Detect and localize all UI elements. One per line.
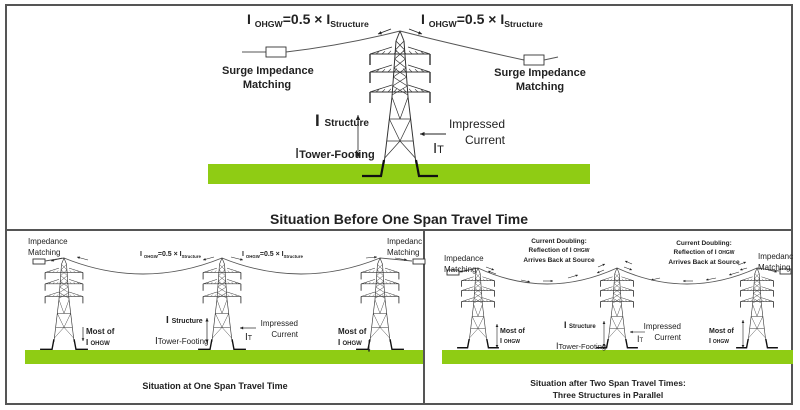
reflection-arrow — [597, 263, 606, 268]
surge-impedance-box-left — [265, 46, 287, 58]
ohgw-formula-left: I OHGW=0.5 × IStructure — [140, 251, 201, 259]
ohgw-arrow — [76, 256, 89, 261]
ohgw-arrow — [459, 269, 469, 273]
most-of-ohgw-arrow-left — [81, 327, 85, 341]
i-tower-footing-label: ITower-Footing — [155, 336, 209, 347]
shield-wire-left — [285, 30, 401, 53]
shield-wire — [458, 267, 780, 285]
impedance-box-left — [446, 269, 460, 276]
reflection-arrow — [737, 261, 747, 266]
transmission-tower-right — [736, 267, 778, 349]
structure-current-arrow — [355, 115, 361, 158]
reflection-arrow — [567, 274, 579, 279]
shield-wire-stub-right — [543, 56, 559, 61]
ohgw-arrow — [365, 255, 378, 259]
i-t-label: IT — [433, 140, 444, 157]
impressed-current-arrow — [630, 330, 645, 334]
shield-wire-right — [399, 30, 525, 61]
reflection-arrow — [739, 267, 748, 271]
ground-strip — [25, 350, 423, 364]
reflection-arrow — [650, 277, 661, 281]
reflection-arrow — [683, 279, 693, 283]
most-of-ohgw-left: Most of I OHGW — [86, 327, 115, 347]
i-t-label: IT — [637, 334, 644, 345]
impedance-box-left — [32, 258, 46, 265]
most-of-ohgw-arrow-right — [741, 320, 745, 348]
reflection-arrow — [596, 269, 605, 274]
reflection-arrow — [728, 271, 740, 276]
current-doubling-note-left: Current Doubling: Reflection of I OHGW A… — [523, 238, 595, 264]
ohgw-formula-left: I OHGW=0.5 × IStructure — [247, 11, 369, 30]
transmission-tower-left — [40, 257, 88, 351]
transmission-tower-right — [356, 257, 404, 351]
i-t-label: IT — [245, 332, 253, 343]
most-of-ohgw-arrow-right — [367, 340, 371, 352]
reflection-arrow — [623, 266, 633, 271]
transmission-tower — [362, 30, 438, 178]
most-of-ohgw-left: Most of I OHGW — [500, 328, 525, 345]
transmission-tower-left — [457, 267, 499, 349]
ohgw-arrow — [230, 256, 244, 261]
i-structure-label: I Structure — [564, 320, 596, 331]
reflection-arrow — [543, 279, 553, 283]
panel-before-one-span — [5, 4, 793, 231]
ohgw-formula-right: I OHGW=0.5 × IStructure — [421, 11, 543, 30]
i-structure-label: I Structure — [315, 111, 369, 130]
impedance-box-right — [779, 268, 792, 275]
impressed-current-arrow — [420, 131, 446, 137]
transmission-tower-center — [596, 267, 638, 349]
i-tower-footing-label: ITower-Footing — [295, 145, 375, 162]
surge-impedance-box-right — [523, 54, 545, 66]
structure-current-arrow — [602, 321, 606, 347]
reflection-arrow — [624, 260, 633, 265]
reflection-arrow — [485, 266, 495, 271]
panel-two-spans — [423, 229, 793, 405]
structure-current-arrow — [205, 318, 209, 343]
ohgw-arrow — [50, 257, 63, 262]
ohgw-arrow — [767, 269, 778, 273]
ohgw-formula-right: I OHGW=0.5 × IStructure — [242, 251, 303, 259]
impressed-current-arrow — [240, 326, 256, 330]
reflection-arrow — [520, 279, 531, 283]
most-of-ohgw-right: Most of I OHGW — [338, 327, 367, 347]
reflection-arrow — [487, 270, 497, 275]
reflection-arrow — [705, 277, 717, 281]
most-of-ohgw-right: Most of I OHGW — [709, 328, 734, 345]
i-tower-footing-label: ITower-Footing — [556, 341, 607, 351]
impedance-box-right — [412, 258, 426, 265]
caption-before-one-span: Situation Before One Span Travel Time — [269, 211, 529, 227]
most-of-ohgw-arrow-left — [495, 324, 499, 348]
ground-strip — [442, 350, 793, 364]
caption-two-spans: Situation after Two Span Travel Times: T… — [530, 378, 686, 400]
ohgw-arrow — [394, 257, 408, 261]
ohgw-current-arrow-right — [408, 28, 423, 35]
ohgw-current-arrow-left — [377, 28, 392, 35]
caption-one-span: Situation at One Span Travel Time — [142, 381, 288, 391]
current-doubling-note-right: Current Doubling: Reflection of I OHGW A… — [668, 240, 740, 266]
transmission-tower-center — [198, 257, 246, 351]
ground-strip — [208, 164, 590, 184]
ohgw-arrow — [202, 256, 215, 261]
i-structure-label: I Structure — [166, 315, 203, 326]
